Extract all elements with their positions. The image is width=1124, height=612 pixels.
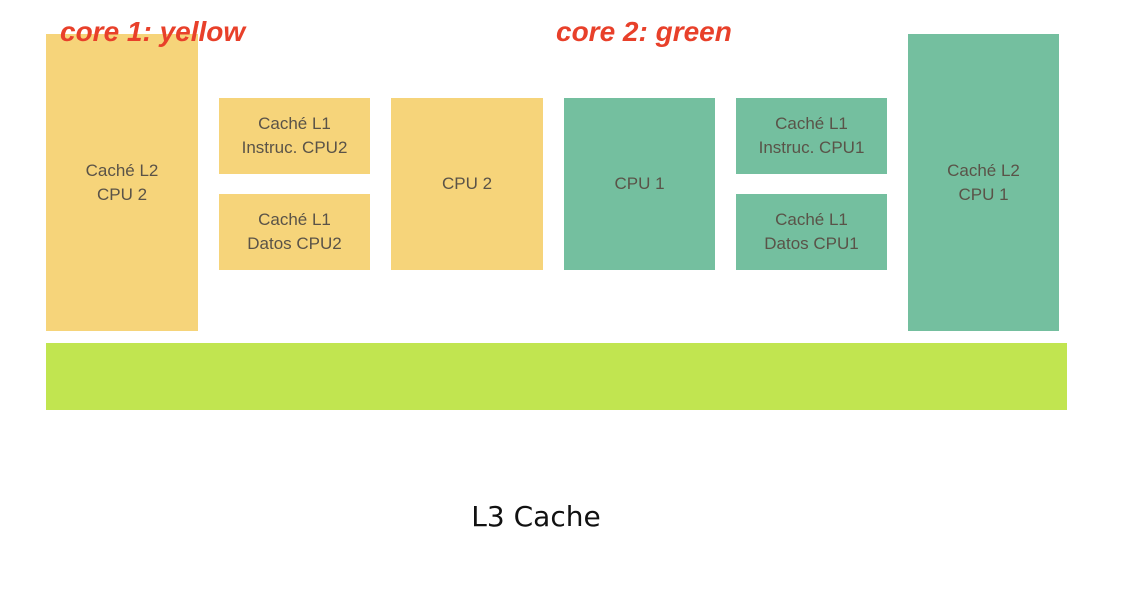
core1-cpu-block: CPU 2: [391, 98, 543, 270]
core2-l1-instruction-cache-block: Caché L1 Instruc. CPU1: [736, 98, 887, 174]
core1-l1-instruction-cache-label: Caché L1 Instruc. CPU2: [241, 114, 348, 157]
core2-cpu-label: CPU 1: [614, 174, 665, 193]
core2-l1-data-cache-label: Caché L1 Datos CPU1: [764, 210, 859, 253]
core2-cpu-block: CPU 1: [564, 98, 715, 270]
core1-caption: core 1: yellow: [60, 16, 246, 47]
core1-l1-instruction-cache-block: Caché L1 Instruc. CPU2: [219, 98, 370, 174]
core1-l2-cache-label: Caché L2 CPU 2: [85, 160, 159, 204]
core2-l2-cache-label: Caché L2 CPU 1: [947, 160, 1020, 204]
core1-cpu-label: CPU 2: [441, 174, 493, 193]
core1-l2-cache-block: Caché L2 CPU 2: [46, 34, 198, 331]
core2-caption: core 2: green: [556, 16, 732, 47]
l3-cache-bar: [46, 343, 1067, 410]
core2-l2-cache-block: Caché L2 CPU 1: [908, 34, 1059, 331]
core2-l1-instruction-cache-label: Caché L1 Instruc. CPU1: [758, 114, 865, 157]
core1-l1-data-cache-block: Caché L1 Datos CPU2: [219, 194, 370, 270]
core2-l1-data-cache-block: Caché L1 Datos CPU1: [736, 194, 887, 270]
core1-l1-data-cache-label: Caché L1 Datos CPU2: [247, 210, 342, 253]
l3-cache-label: L3 Cache: [471, 500, 601, 533]
